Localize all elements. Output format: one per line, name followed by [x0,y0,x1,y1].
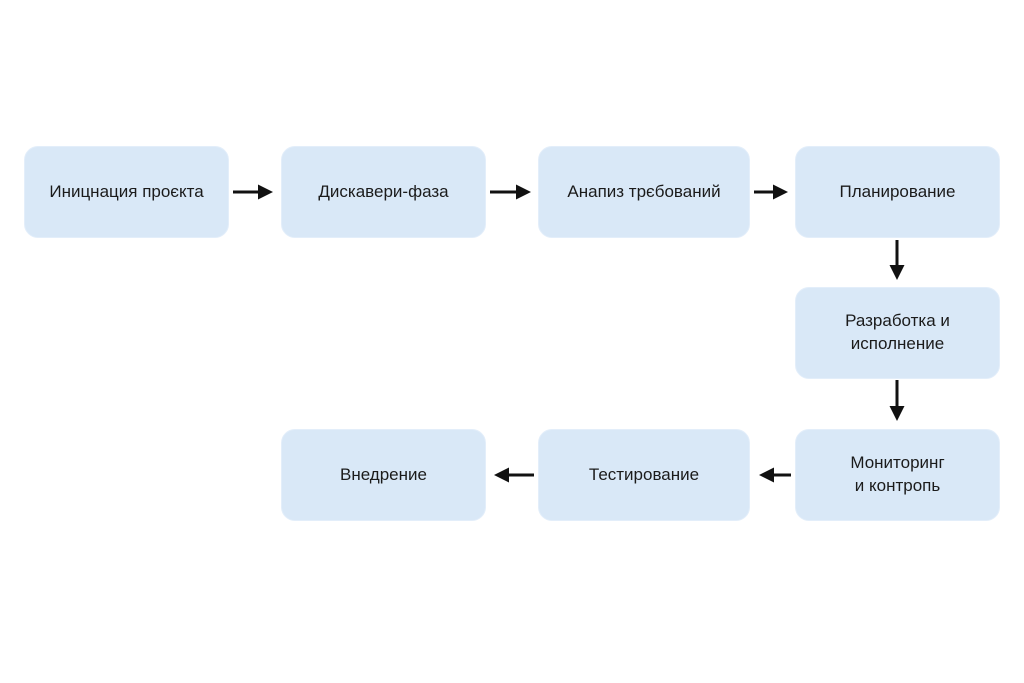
node-discovery-phase: Дискавери-фаза [281,146,486,238]
node-label: Внедрение [340,464,427,484]
node-label-line-1: Мониторинг [850,453,945,473]
node-label: Дискавери-фаза [318,181,449,201]
node-project-initiation: Иницнация проєкта [24,146,229,238]
node-label-line-1: Разработка и [845,311,950,331]
node-label: Тестирование [588,464,700,484]
node-label: Анапиз трєбований [567,181,721,201]
node-label-line-2: исполнение [850,334,945,353]
node-label: Планирование [839,181,956,201]
node-planning: Планирование [795,146,1000,238]
node-testing: Тестирование [538,429,750,521]
node-requirements-analysis: Анапиз трєбований [538,146,750,238]
node-monitoring-and-control: Мониторинг и контропь [795,429,1000,521]
node-development-and-execution: Разработка и исполнение [795,287,1000,379]
node-label: Иницнация проєкта [49,181,204,201]
node-implementation: Внедрение [281,429,486,521]
node-label-line-2: и контропь [854,476,941,495]
